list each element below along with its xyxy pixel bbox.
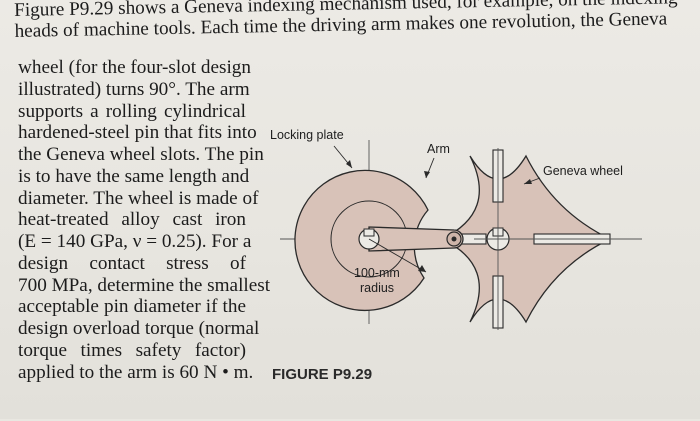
body-line: is to have the same length and xyxy=(18,165,250,187)
problem-body: wheel (for the four-slot design illustra… xyxy=(18,57,271,383)
body-line: the Geneva wheel slots. The pin xyxy=(18,144,264,165)
body-line: torque times safety factor) xyxy=(18,339,246,361)
body-line: supports a rolling cylindrical xyxy=(18,100,246,122)
geneva-mechanism-figure: Locking plate Arm Geneva wheel 100-mm ra… xyxy=(262,126,662,416)
intro-text: Figure P9.29 shows a Geneva indexing mec… xyxy=(14,0,678,43)
body-line: wheel (for the four-slot design xyxy=(18,57,251,78)
driving-arm xyxy=(368,226,464,252)
driver-hub-key xyxy=(363,228,375,237)
body-line: applied to the arm is 60 N • m. xyxy=(18,361,254,383)
label-geneva-wheel: Geneva wheel xyxy=(543,164,623,178)
label-locking-plate: Locking plate xyxy=(270,128,344,142)
body-line: (E = 140 GPa, ν = 0.25). For a xyxy=(18,231,252,252)
arm-arrowhead xyxy=(424,171,430,178)
body-line: design overload torque (normal xyxy=(18,318,260,339)
label-radius-word: radius xyxy=(360,281,395,295)
body-line: hardened-steel pin that fits into xyxy=(18,122,257,144)
body-line: design contact stress of xyxy=(18,252,246,274)
figure-caption: FIGURE P9.29 xyxy=(272,366,373,383)
geneva-wheel-arrowhead xyxy=(524,179,532,184)
label-arm: Arm xyxy=(427,142,450,156)
body-line: 700 MPa, determine the smallest xyxy=(18,274,271,296)
label-radius-value: 100-mm xyxy=(354,266,400,280)
body-line: heat-treated alloy cast iron xyxy=(18,209,246,231)
radius-leader xyxy=(368,238,427,273)
geneva-mechanism-drawing xyxy=(280,140,642,330)
radius-arrowhead xyxy=(418,265,426,272)
locking-plate-arrowhead xyxy=(346,160,352,168)
arm-pin-center xyxy=(451,236,457,242)
problem-intro: Figure P9.29 shows a Geneva indexing mec… xyxy=(14,0,687,42)
body-line: diameter. The wheel is made of xyxy=(18,187,259,209)
body-line: illustrated) turns 90°. The arm xyxy=(18,78,250,100)
body-line: acceptable pin diameter if the xyxy=(18,296,246,318)
